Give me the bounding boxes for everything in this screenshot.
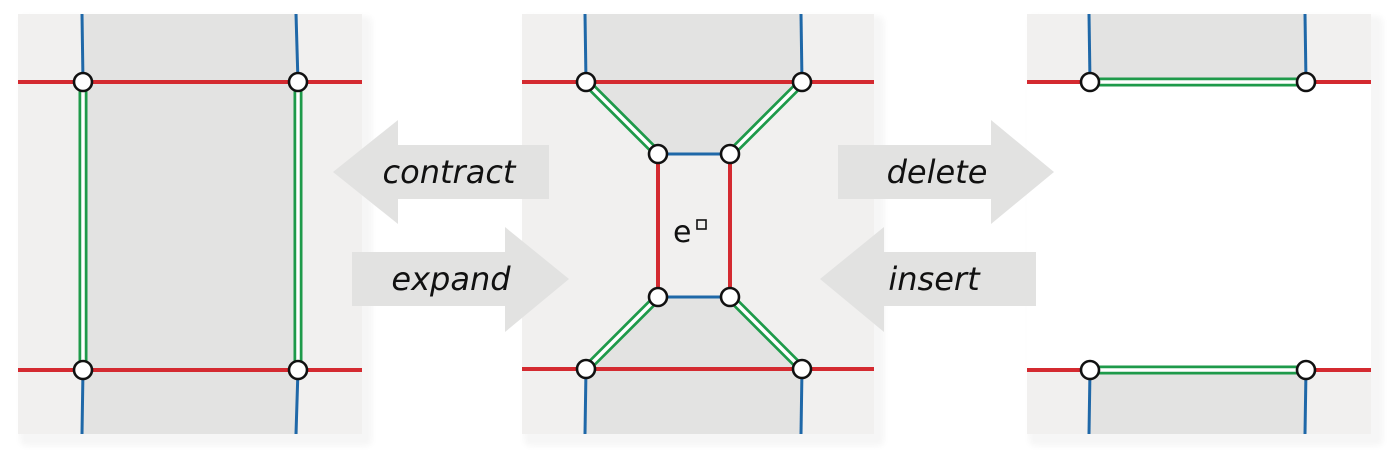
delete-label: delete	[887, 153, 988, 191]
vertex	[287, 359, 309, 381]
vertex	[1295, 71, 1317, 93]
delete-arrow: delete	[838, 120, 1054, 224]
vertex	[1079, 71, 1101, 93]
middle-blue-edge-top-right	[799, 13, 804, 83]
contract-arrow: contract	[333, 120, 549, 224]
expand-arrow-shape	[352, 227, 569, 332]
right-top-face	[1090, 14, 1306, 82]
left-blue-edge-bottom-right	[294, 369, 300, 435]
left-blue-edge-top-right	[294, 13, 300, 83]
left-panel	[18, 13, 372, 446]
vertex	[72, 359, 94, 381]
expand-label: expand	[391, 260, 511, 298]
middle-blue-edge-top-left	[583, 13, 588, 83]
expand-arrow: expand	[352, 227, 569, 332]
insert-arrow-shape	[820, 227, 1036, 332]
vertex	[575, 71, 597, 93]
square-icon	[696, 219, 707, 230]
vertex	[287, 71, 309, 93]
vertex	[719, 143, 741, 165]
middle-green-double-edge-bottom-right	[726, 293, 806, 373]
vertex	[791, 71, 813, 93]
right-blue-edge-top-right	[1303, 13, 1308, 83]
vertex	[791, 358, 813, 380]
vertex	[647, 143, 669, 165]
left-blue-edge-bottom-left	[80, 369, 85, 435]
middle-green-double-edge-bottom-left	[582, 293, 662, 373]
vertex	[575, 358, 597, 380]
vertex	[719, 286, 741, 308]
right-blue-edge-top-left	[1087, 13, 1092, 83]
middle-blue-edge-bottom-left	[583, 368, 588, 435]
face-label: e	[673, 215, 707, 250]
contract-label: contract	[383, 153, 517, 191]
middle-center-face	[658, 154, 730, 297]
middle-green-double-edge-top-right	[726, 78, 806, 158]
middle-panel: e	[522, 13, 884, 446]
right-blue-edge-bottom-left	[1087, 369, 1092, 435]
face-label-text: e	[673, 215, 691, 250]
delete-arrow-shape	[838, 120, 1054, 224]
vertex	[1295, 359, 1317, 381]
middle-blue-edge-bottom-right	[799, 368, 804, 435]
right-bottom-face	[1090, 370, 1306, 434]
middle-green-double-edge-top-left	[582, 78, 662, 158]
vertex	[1079, 359, 1101, 381]
right-blue-edge-bottom-right	[1303, 369, 1308, 435]
left-blue-edge-top-left	[80, 13, 85, 83]
insert-arrow: insert	[820, 227, 1036, 332]
middle-bottom-face	[586, 297, 802, 434]
vertex	[647, 286, 669, 308]
right-panel	[1027, 13, 1383, 446]
contract-arrow-shape	[333, 120, 549, 224]
insert-label: insert	[888, 260, 981, 298]
vertex	[72, 71, 94, 93]
